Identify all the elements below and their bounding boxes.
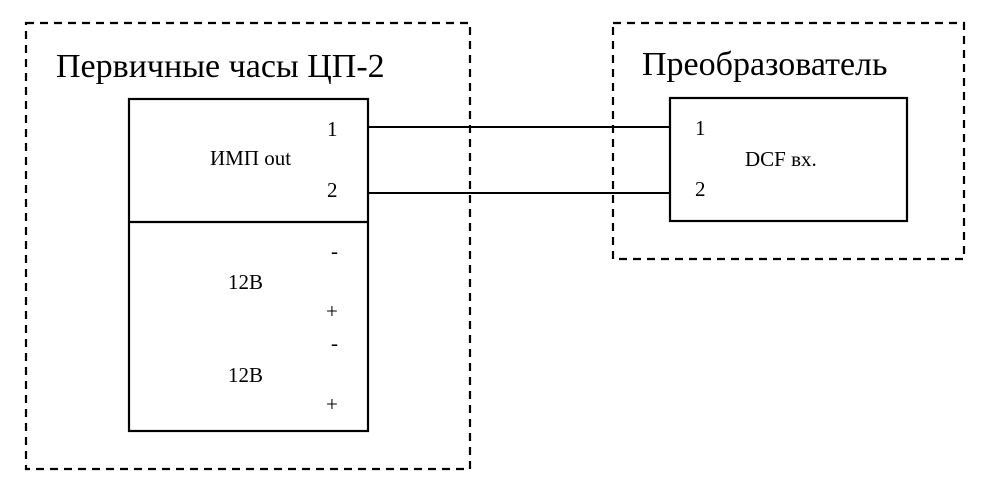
supply-2-label: 12В bbox=[228, 363, 263, 387]
supply-2-plus: + bbox=[326, 392, 338, 416]
primary-clock-block bbox=[127, 97, 370, 433]
supply-1-plus: + bbox=[326, 299, 338, 323]
converter-boundary bbox=[611, 21, 966, 261]
supply-1-label: 12В bbox=[228, 270, 263, 294]
primary-clock-boundary bbox=[24, 21, 472, 471]
supply-2-minus: - bbox=[331, 331, 338, 355]
dcf-input-pin-1: 1 bbox=[695, 116, 706, 140]
primary-clock-title: Первичные часы ЦП-2 bbox=[56, 48, 385, 85]
converter-title: Преобразователь bbox=[642, 46, 888, 83]
dcf-input-label: DCF вх. bbox=[745, 147, 817, 171]
dcf-input-pin-2: 2 bbox=[695, 177, 706, 201]
pulse-output-label: ИМП out bbox=[210, 146, 291, 170]
pulse-output-pin-1: 1 bbox=[327, 117, 338, 141]
converter-block bbox=[668, 96, 909, 223]
supply-1-minus: - bbox=[331, 239, 338, 263]
pulse-output-pin-2: 2 bbox=[327, 178, 338, 202]
